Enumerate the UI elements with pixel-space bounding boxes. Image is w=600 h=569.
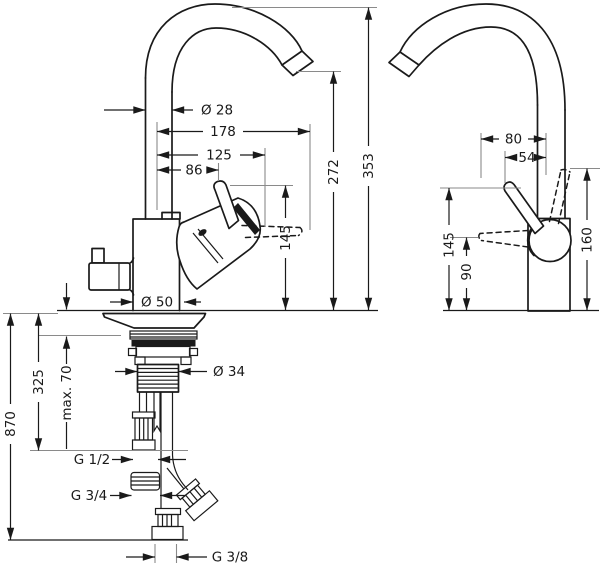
side-view-faucet-outline [388,3,572,312]
front-view-faucet-outline [88,3,314,312]
side-lever-dashed-up [548,168,571,225]
dim-label-spout-diameter: Ø 28 [201,103,233,119]
side-view-dimensions [440,133,600,312]
dim-label-handle-top-height: 160 [580,227,596,253]
g34-fitting [130,471,161,491]
side-lever-dashed-horizontal [478,229,529,248]
dim-label-max-thickness: max. 70 [59,365,75,420]
g12-fitting [131,411,156,451]
dim-label-thread-supply: G 1/2 [74,452,110,468]
dim-label-lever-height: 90 [459,263,475,280]
front-view: Ø 28 178 125 86 272 353 145 Ø 50 Ø 34 32… [3,3,378,566]
dim-label-handle-reach-mid: 54 [518,150,535,166]
g38-fitting-diagonal [175,478,219,522]
dim-label-handle-tip-height: 145 [442,232,458,258]
dim-label-overall-length: 870 [3,411,19,437]
dim-label-reach-handle: 86 [185,163,202,179]
dim-label-handle-height: 145 [278,225,294,251]
g38-fitting-vertical [151,507,184,541]
front-view-dimensions [3,6,378,563]
dim-label-total-height: 353 [361,153,377,179]
dim-label-thread-adapter: G 3/4 [71,488,107,504]
dim-label-shank-diameter: Ø 34 [213,364,245,380]
front-view-mounting-parts [102,312,219,541]
dim-label-thread-hose: G 3/8 [212,550,248,566]
front-lever-dashed [241,224,303,239]
dim-label-hose-drop: 325 [31,369,47,395]
dim-label-outlet-height: 272 [326,159,342,185]
dim-label-handle-reach: 80 [505,132,522,148]
dim-label-reach-mid: 125 [206,148,232,164]
dim-label-reach-total: 178 [210,124,236,140]
dim-label-body-diameter: Ø 50 [141,295,173,311]
side-view: 80 54 160 145 90 [388,3,600,312]
